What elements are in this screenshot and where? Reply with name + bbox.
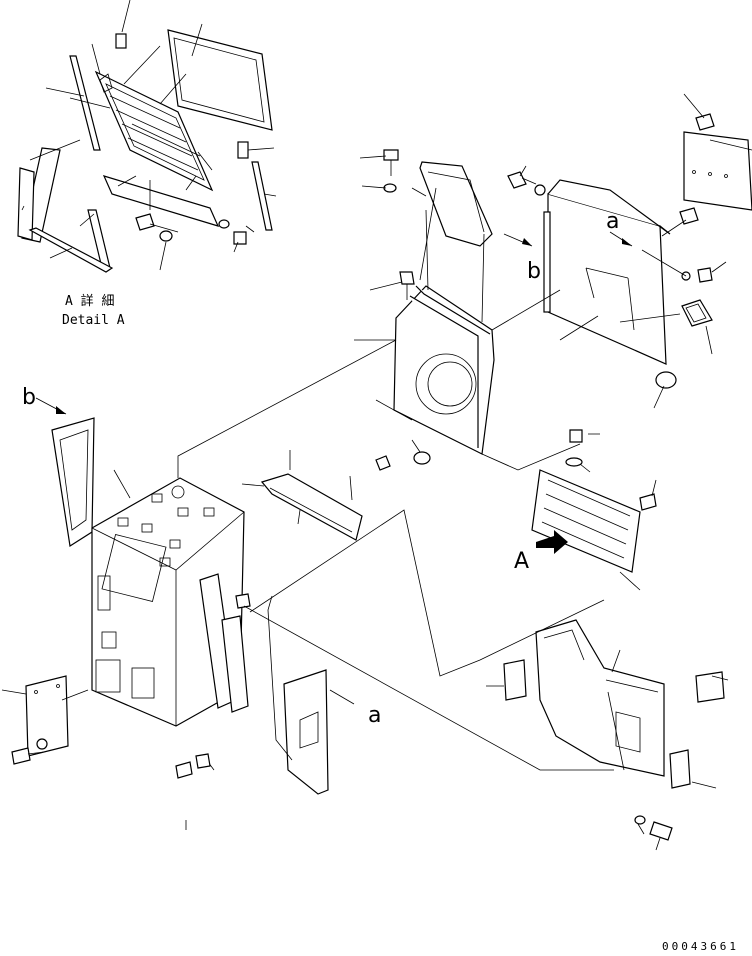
upper-duct-group bbox=[354, 149, 546, 471]
detail-label-en: Detail A bbox=[62, 313, 125, 328]
detail-label-jp: A 詳 細 bbox=[65, 293, 114, 309]
lower-duct bbox=[486, 619, 729, 851]
middle-bracket bbox=[241, 450, 363, 541]
filter-assembly bbox=[531, 429, 657, 591]
lower-panel-a bbox=[235, 593, 355, 795]
top-right-cover-group bbox=[503, 93, 752, 409]
side-panel-b bbox=[35, 397, 95, 547]
callout-a-top: a bbox=[606, 209, 619, 234]
callout-b-top: b bbox=[527, 259, 541, 284]
callout-A-arrow: A bbox=[514, 549, 529, 574]
drawing-number: 00043661 bbox=[662, 940, 739, 953]
detail-a-arrow-icon bbox=[536, 530, 568, 554]
callout-b-left: b bbox=[22, 385, 36, 410]
detail-a-assembly bbox=[17, 0, 277, 273]
main-cabinet bbox=[1, 469, 249, 830]
connection-lines bbox=[177, 187, 614, 771]
callout-a-bottom: a bbox=[368, 703, 381, 728]
